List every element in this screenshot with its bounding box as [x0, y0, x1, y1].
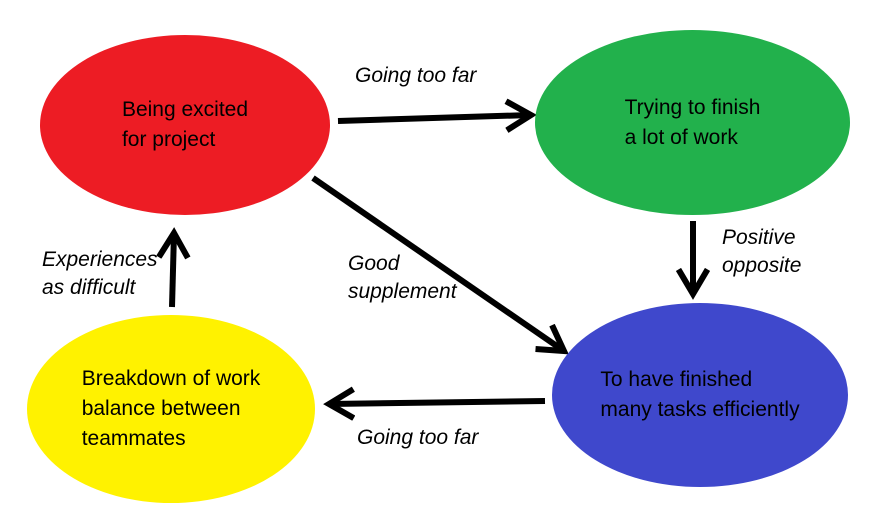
node-being-excited-label: Being excited for project [121, 98, 249, 151]
edge-label-good-supplement: Good supplement [348, 252, 457, 303]
edge-label-going-too-far-bottom: Going too far [357, 426, 479, 449]
arrow-breakdown-to-excited [172, 233, 174, 308]
node-being-excited: Being excited for project [40, 35, 330, 215]
edge-label-going-too-far-top: Going too far [355, 64, 477, 87]
arrow-excited-to-finished [311, 175, 564, 351]
node-breakdown-balance-label: Breakdown of work balance between teamma… [81, 367, 261, 450]
edge-label-experiences-as-difficult: Experiences as difficult [42, 248, 158, 299]
node-trying-to-finish-label: Trying to finish a lot of work [624, 95, 761, 149]
node-trying-to-finish: Trying to finish a lot of work [535, 30, 850, 215]
arrow-finished-to-breakdown [329, 401, 546, 404]
node-breakdown-balance: Breakdown of work balance between teamma… [27, 315, 315, 503]
edge-label-positive-opposite: Positive opposite [722, 226, 802, 277]
node-finished-tasks: To have finished many tasks efficiently [552, 303, 848, 487]
arrow-excited-to-finish [337, 115, 531, 121]
node-finished-tasks-label: To have finished many tasks efficiently [600, 368, 800, 421]
